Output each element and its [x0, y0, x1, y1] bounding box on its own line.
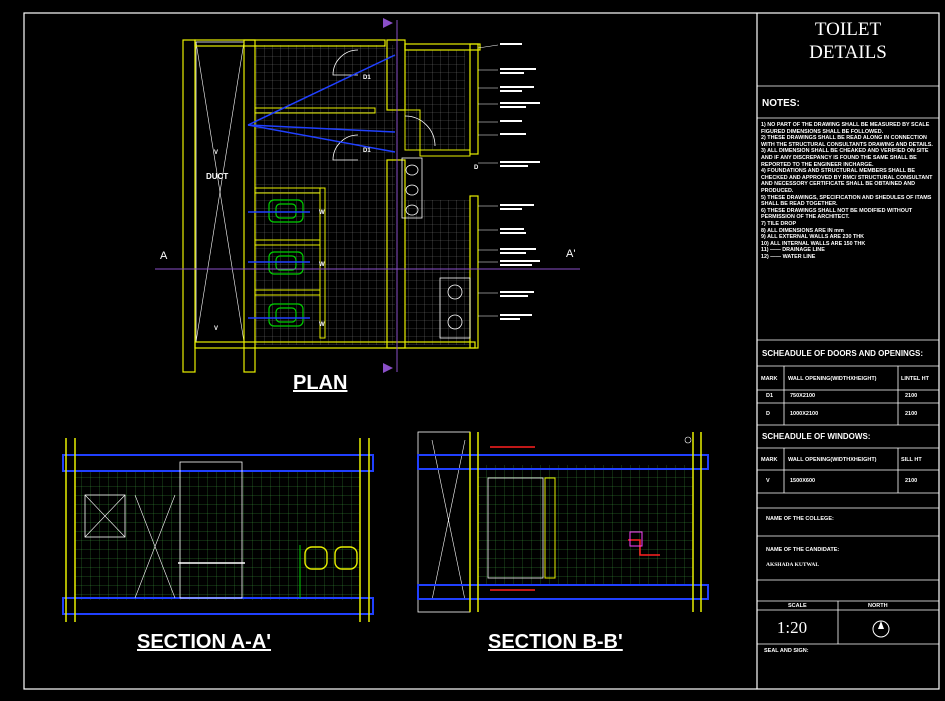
sheet-title: TOILET DETAILS [757, 18, 939, 64]
water-lines [247, 54, 396, 319]
note-item: 7) TILE DROP [761, 220, 797, 227]
section-aa-label: SECTION A-A' [137, 631, 272, 653]
wall-top [194, 39, 386, 47]
window-mark: V [766, 478, 770, 484]
windows-schedule-heading: SCHEADULE OF WINDOWS: [762, 432, 871, 441]
door-mark: D1 [766, 393, 774, 399]
drainage-lines [490, 446, 660, 591]
duct-label: DUCT [206, 172, 229, 181]
window-sill: 2100 [905, 478, 918, 484]
doors-header-opening: WALL OPENING(WIDTHXHEIGHT) [788, 376, 877, 382]
wc-fixtures [268, 199, 304, 327]
note-item: 11) —— DRAINAGE LINE [761, 247, 825, 254]
note-item: 1) NO PART OF THE DRAWING SHALL BE MEASU… [761, 122, 930, 135]
north-label: NORTH [868, 603, 888, 609]
door-lintel: 2100 [905, 411, 918, 417]
windows-header-mark: MARK [761, 457, 778, 463]
section-mark-a-prime: A' [566, 248, 576, 260]
window-tag-v: V [214, 326, 219, 332]
windows-header-opening: WALL OPENING(WIDTHXHEIGHT) [788, 457, 877, 463]
wall-right [469, 43, 479, 155]
section-line-aa [155, 20, 580, 372]
wall-bottom [194, 341, 476, 349]
note-item: 8) ALL DIMENSIONS ARE IN mm [761, 227, 844, 234]
door-size: 1000X2100 [790, 411, 819, 417]
note-item: 2) THESE DRAWINGS SHALL BE READ ALONG IN… [761, 135, 933, 148]
plan-label: PLAN [293, 372, 348, 394]
wall-center [386, 39, 406, 111]
fixture-tag-w: W [319, 322, 325, 328]
doors-header-mark: MARK [761, 376, 778, 382]
plan-view [155, 18, 580, 373]
wall-duct-right [243, 39, 256, 373]
section-aa-view [62, 438, 374, 622]
door-lintel: 2100 [905, 393, 918, 399]
door-size: 750X2100 [790, 393, 816, 399]
window-tag-v: V [214, 150, 219, 156]
note-item: 10) ALL INTERNAL WALLS ARE 150 THK [761, 240, 866, 247]
sheet-border [23, 12, 940, 690]
title-line-2: DETAILS [809, 42, 887, 63]
wall-left [182, 39, 196, 373]
title-block-grid [757, 85, 939, 645]
note-item: 4) FOUNDATIONS AND STRUCTURAL MEMBERS SH… [761, 168, 933, 194]
section-mark-a: A [160, 250, 168, 262]
scale-value: 1:20 [776, 618, 808, 637]
note-item: 5) THESE DRAWINGS, SPECIFICATION AND SHE… [761, 194, 932, 208]
doors-header-lintel: LINTEL HT [901, 376, 930, 382]
section-bb-view [417, 431, 709, 613]
fixture-tag-w: W [319, 262, 325, 268]
wall-top-right [404, 43, 481, 51]
wall-right-lower [469, 195, 479, 349]
windows-header-sill: SILL HT [901, 457, 922, 463]
college-label: NAME OF THE COLLEGE: [766, 516, 834, 522]
candidate-name: AKSHADA KUTWAL [766, 562, 820, 568]
door-tag-d: D [474, 165, 479, 171]
door-tag-d1: D1 [363, 75, 371, 81]
notes-heading: NOTES: [762, 98, 800, 109]
note-item: 3) ALL DIMENSION SHALL BE CHEAKED AND VE… [761, 148, 929, 168]
note-item: 6) THESE DRAWINGS SHALL NOT BE MODIFIED … [761, 207, 913, 221]
section-bb-label: SECTION B-B' [488, 631, 623, 653]
note-item: 12) —— WATER LINE [761, 253, 816, 260]
window-size: 1500X600 [790, 478, 816, 484]
note-item: 9) ALL EXTERNAL WALLS ARE 230 THK [761, 234, 865, 241]
seal-label: SEAL AND SIGN: [764, 648, 809, 654]
fixture-tag-w: W [319, 210, 325, 216]
candidate-label: NAME OF THE CANDIDATE: [766, 547, 840, 553]
title-line-1: TOILET [814, 19, 882, 40]
scale-label: SCALE [788, 603, 807, 609]
notes-list: 1) NO PART OF THE DRAWING SHALL BE MEASU… [761, 122, 937, 260]
door-mark: D [766, 411, 770, 417]
door-tag-d1: D1 [363, 148, 371, 154]
doors-schedule-heading: SCHEADULE OF DOORS AND OPENINGS: [762, 349, 924, 358]
